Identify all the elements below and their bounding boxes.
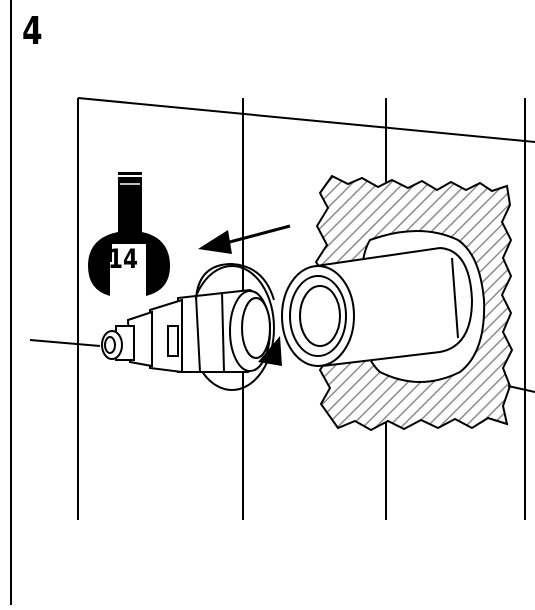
- rotation-arrow-icon: [195, 262, 282, 366]
- open-end-wrench-icon: [88, 172, 170, 296]
- leader-line-left: [29, 339, 101, 347]
- wrench-size-label: 14: [108, 244, 139, 275]
- step-number: 4: [22, 9, 43, 53]
- valve-cartridge: [101, 288, 272, 374]
- valve-sleeve: [281, 246, 474, 368]
- arrow-icon: [198, 224, 291, 254]
- leader-line-right: [507, 385, 535, 393]
